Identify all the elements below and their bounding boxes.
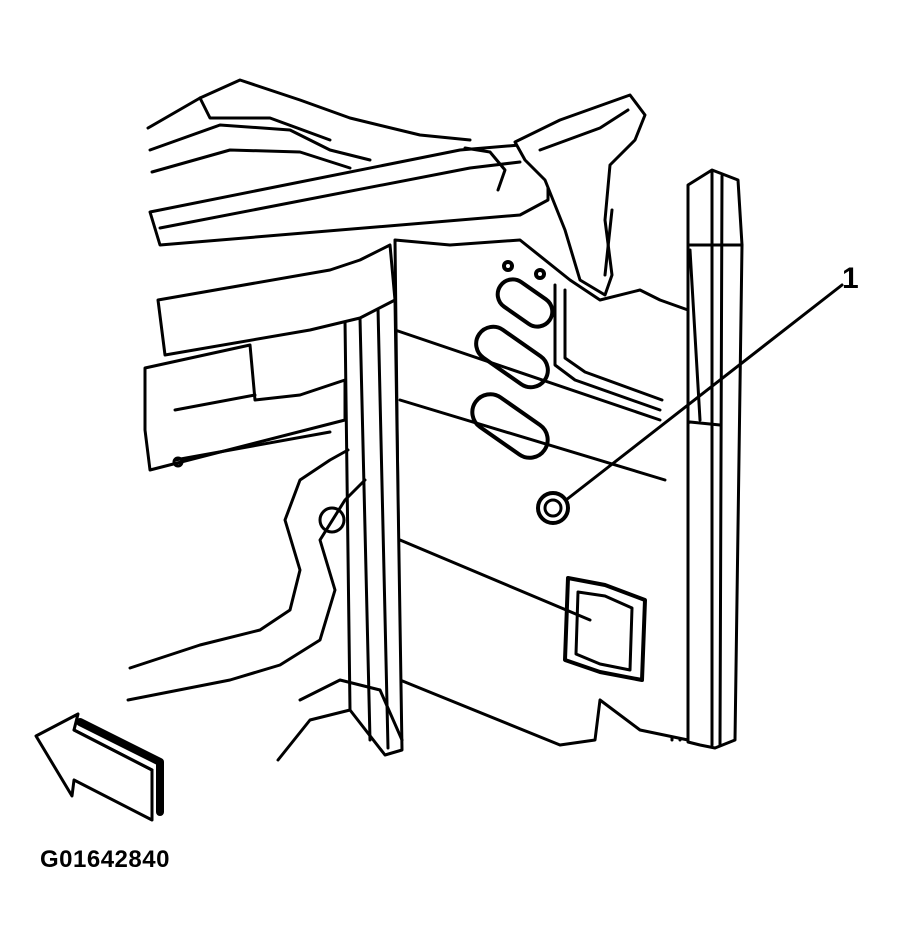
inner-panel — [393, 238, 690, 747]
figure-id-label: G01642840 — [40, 846, 170, 873]
callout-leader-line — [564, 283, 844, 502]
grommet-icon — [536, 491, 570, 525]
upper-bracket — [513, 93, 647, 297]
a-pillar — [276, 298, 404, 762]
header-rail — [148, 143, 550, 247]
access-hole — [563, 576, 647, 682]
dash-area — [143, 243, 397, 472]
callout-number-label: 1 — [842, 262, 859, 295]
door-opening — [126, 448, 367, 702]
panel-slots — [470, 260, 555, 460]
roof-structure — [146, 78, 472, 174]
forward-arrow-icon — [34, 712, 164, 822]
